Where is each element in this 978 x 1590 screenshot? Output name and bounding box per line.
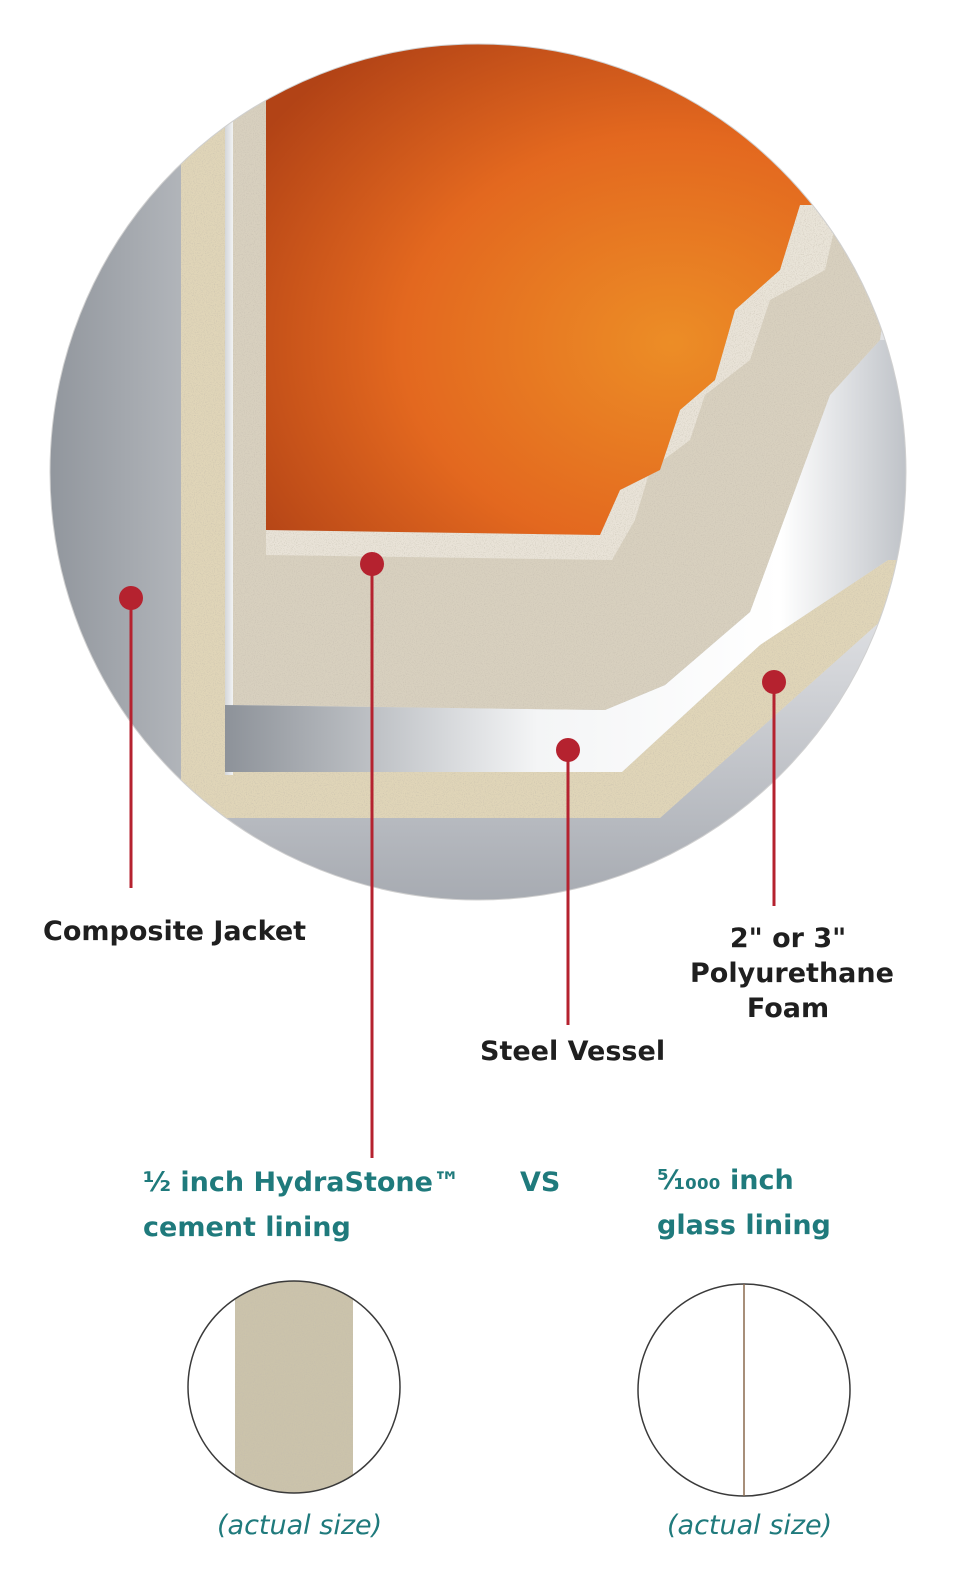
steel-vessel-label: Steel Vessel — [480, 1036, 666, 1067]
cross-section-outline — [49, 43, 907, 901]
pointer-dots — [119, 552, 786, 762]
vs-label: VS — [520, 1167, 561, 1198]
foam-label-line-2: Polyurethane — [690, 958, 894, 989]
composite-jacket-label: Composite Jacket — [43, 916, 307, 947]
glass-heading-line-2: glass lining — [657, 1210, 831, 1241]
cross-section-circle — [50, 44, 906, 900]
foam-label: 2" or 3" Polyurethane Foam — [690, 921, 894, 1026]
foam-layer-vertical — [181, 44, 225, 790]
pointer-dot-steel — [556, 738, 580, 762]
cement-actual-size-circle — [187, 1280, 401, 1494]
water-interior — [266, 44, 906, 535]
glass-lining-heading: ⁵⁄₁₀₀₀ inch glass lining — [657, 1158, 831, 1248]
composite-jacket-bottom — [50, 586, 906, 900]
cement-heading-line-2: cement lining — [143, 1212, 351, 1243]
steel-vessel-bottom — [225, 340, 906, 772]
pointer-lines — [129, 564, 776, 1158]
foam-label-line-1: 2" or 3" — [729, 923, 847, 954]
pointer-dot-foam — [762, 670, 786, 694]
glass-actual-size-circle — [637, 1283, 851, 1497]
pointer-dot-cement — [360, 552, 384, 576]
steel-vessel-vertical — [225, 44, 233, 775]
cement-lining-heading: ½ inch HydraStone™ cement lining — [143, 1160, 460, 1250]
cement-heading-line-1: ½ inch HydraStone™ — [143, 1167, 460, 1198]
pointer-dot-jacket — [119, 586, 143, 610]
glass-heading-line-1: ⁵⁄₁₀₀₀ inch — [657, 1165, 794, 1196]
cement-actual-size-caption: (actual size) — [217, 1510, 383, 1541]
cement-thickness-swatch — [235, 1281, 353, 1493]
foam-label-line-3: Foam — [746, 993, 830, 1024]
glass-actual-size-caption: (actual size) — [667, 1510, 833, 1541]
